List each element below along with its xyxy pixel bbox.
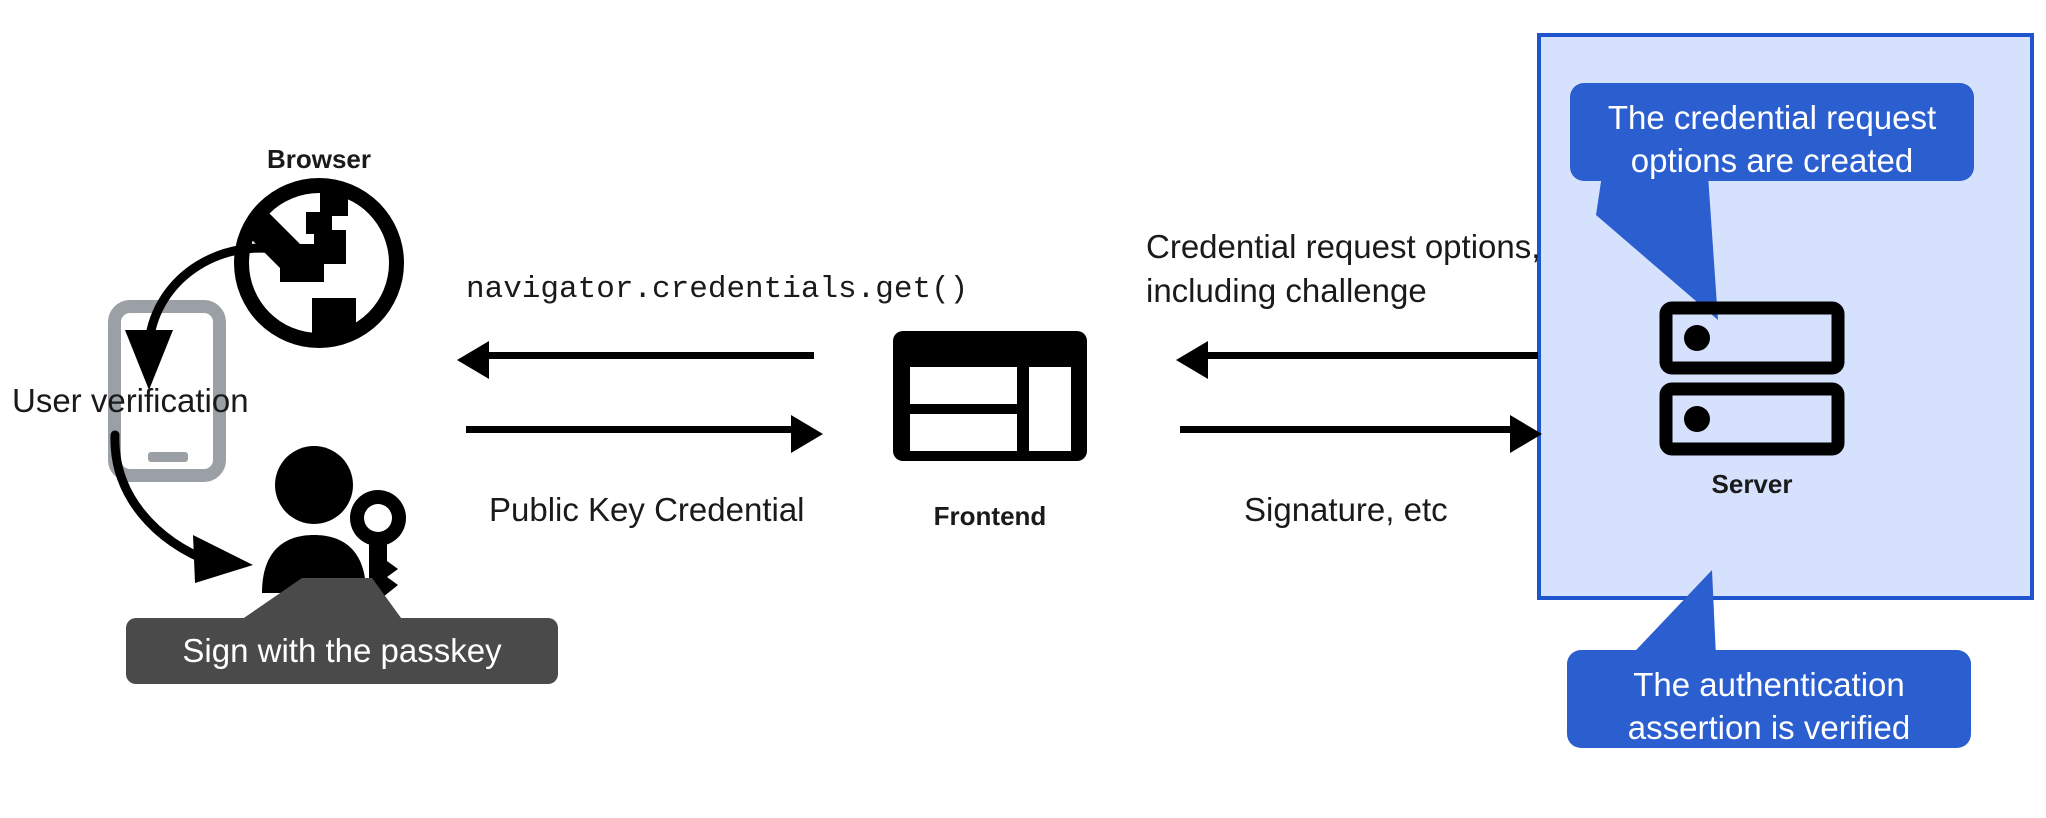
arrow-line-signature bbox=[1180, 426, 1510, 433]
curved-arrow-phone-to-user bbox=[110, 430, 253, 583]
arrow-head-get bbox=[457, 341, 489, 379]
arrow-line-get bbox=[489, 352, 814, 359]
phone-home-bar bbox=[148, 452, 188, 462]
user-verification-label: User verification bbox=[12, 382, 249, 419]
user-with-key-icon bbox=[262, 446, 406, 601]
callout-credential-request-options: The credential request options are creat… bbox=[1570, 83, 1974, 181]
arrow-head-credential-request-options bbox=[1176, 341, 1208, 379]
arrow-head-signature bbox=[1510, 415, 1542, 453]
callout-top-tail bbox=[1596, 175, 1718, 320]
arrow-line-public-key-credential bbox=[466, 426, 791, 433]
navigator-credentials-get-label: navigator.credentials.get() bbox=[466, 272, 969, 307]
callout-authentication-assertion: The authentication assertion is verified bbox=[1567, 650, 1971, 748]
curved-arrow-browser-to-phone bbox=[125, 243, 295, 390]
server-label: Server bbox=[1711, 469, 1793, 499]
credential-request-options-label-line2: including challenge bbox=[1146, 272, 1427, 309]
signature-etc-label: Signature, etc bbox=[1244, 491, 1448, 528]
frontend-label: Frontend bbox=[933, 501, 1047, 531]
arrow-head-public-key-credential bbox=[791, 415, 823, 453]
sign-with-passkey-tooltip: Sign with the passkey bbox=[126, 618, 558, 684]
passkey-tooltip-tail bbox=[238, 578, 404, 622]
globe-icon bbox=[234, 178, 404, 348]
browser-label: Browser bbox=[266, 144, 372, 174]
public-key-credential-label: Public Key Credential bbox=[489, 491, 805, 528]
credential-request-options-label-line1: Credential request options, bbox=[1146, 228, 1541, 265]
arrow-line-credential-request-options bbox=[1208, 352, 1538, 359]
browser-window-icon bbox=[893, 331, 1087, 461]
server-rack-icon bbox=[1659, 301, 1845, 456]
